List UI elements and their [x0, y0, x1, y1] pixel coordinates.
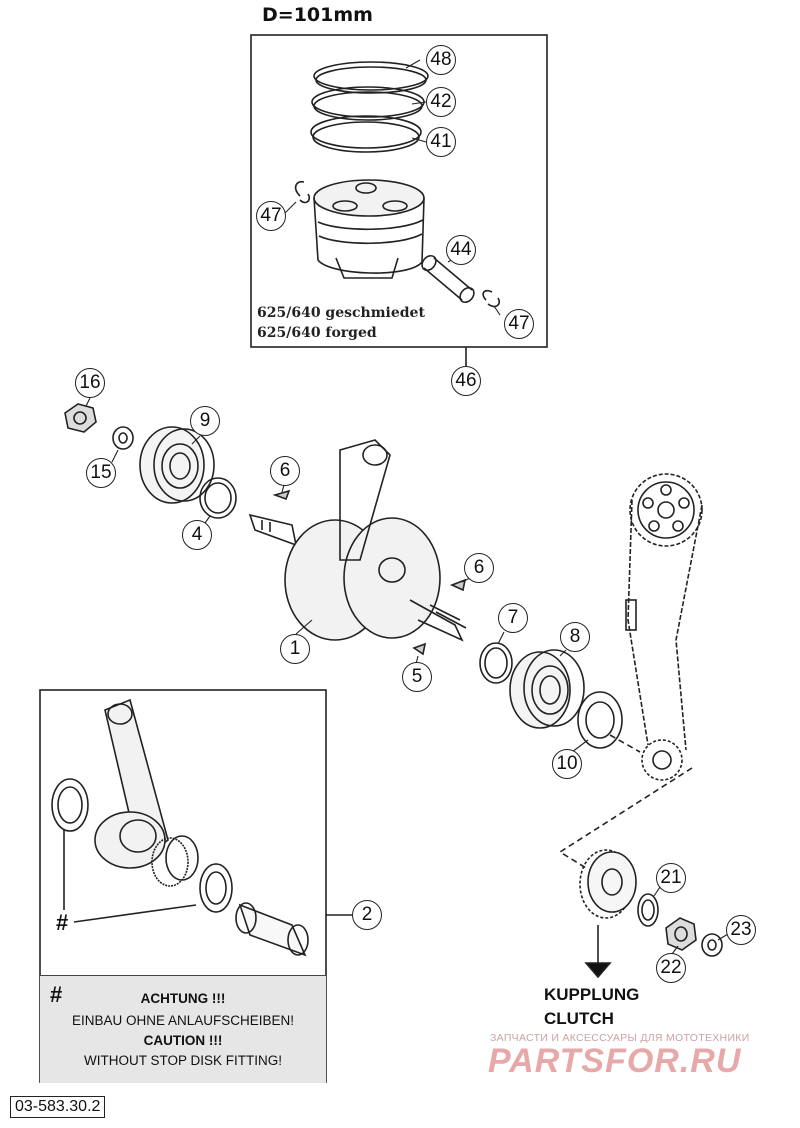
- thrust-washer-right: [199, 863, 233, 913]
- piston-ring-42: [311, 86, 425, 121]
- callout-15[interactable]: 15: [86, 458, 116, 488]
- nut-16: [64, 403, 97, 433]
- clutch-label-english: CLUTCH: [544, 1009, 614, 1028]
- crankshaft-1: [248, 439, 467, 642]
- diagram-part-number: 03-583.30.2: [10, 1096, 106, 1118]
- callout-48[interactable]: 48: [426, 45, 456, 75]
- callout-22[interactable]: 22: [656, 953, 686, 983]
- warning-einbau: EINBAU OHNE ANLAUFSCHEIBEN!: [71, 1013, 295, 1028]
- primary-gear: [579, 849, 637, 919]
- washer-15: [112, 426, 134, 450]
- piston-note-german: 625/640 geschmiedet: [257, 305, 425, 321]
- clutch-label-german: KUPPLUNG: [544, 985, 640, 1004]
- callout-9[interactable]: 9: [190, 406, 220, 436]
- warning-caution: CAUTION !!!: [143, 1033, 223, 1048]
- shim-4: [199, 477, 237, 519]
- bearing-8: [509, 649, 585, 729]
- washer-23: [701, 933, 723, 957]
- key-6-lower: [449, 578, 467, 592]
- callout-42[interactable]: 42: [426, 87, 456, 117]
- callout-4[interactable]: 4: [182, 520, 212, 550]
- bore-diameter-title: D=101mm: [262, 4, 373, 26]
- callout-6-lower[interactable]: 6: [464, 553, 494, 583]
- camshaft-sprocket: [629, 473, 703, 547]
- callout-47-lower[interactable]: 47: [504, 309, 534, 339]
- shim-7: [479, 642, 513, 684]
- piston-ring-48: [313, 61, 429, 94]
- circlip-47-right: [482, 289, 501, 308]
- circlip-47-left: [294, 180, 311, 204]
- timing-chain: [625, 499, 703, 751]
- nut-22: [665, 917, 697, 951]
- warning-without: WITHOUT STOP DISK FITTING!: [83, 1053, 282, 1068]
- callout-1[interactable]: 1: [280, 634, 310, 664]
- needle-bearing: [151, 835, 199, 887]
- callout-10[interactable]: 10: [552, 749, 582, 779]
- callout-5[interactable]: 5: [402, 662, 432, 692]
- callout-46[interactable]: 46: [451, 366, 481, 396]
- crank-pin: [235, 902, 309, 957]
- callout-6-upper[interactable]: 6: [270, 456, 300, 486]
- callout-44[interactable]: 44: [446, 235, 476, 265]
- callout-23[interactable]: 23: [726, 915, 756, 945]
- callout-41[interactable]: 41: [426, 127, 456, 157]
- warning-hash: #: [50, 982, 63, 1007]
- watermark-tagline: ЗАПЧАСТИ И АКСЕССУАРЫ ДЛЯ МОТОТЕХНИКИ: [490, 1032, 750, 1044]
- key-6-upper: [272, 489, 291, 501]
- washer-21: [637, 893, 659, 927]
- callout-2[interactable]: 2: [352, 900, 382, 930]
- callout-16[interactable]: 16: [75, 368, 105, 398]
- conrod-2-detail: [94, 698, 169, 869]
- bearing-9: [139, 426, 215, 504]
- arrow-to-clutch: [584, 962, 612, 979]
- thrust-washer-left: [51, 778, 89, 832]
- piston-group-frame: [250, 34, 548, 348]
- piston-ring-41: [310, 115, 422, 153]
- hash-marker: #: [56, 910, 69, 935]
- piston-note-english: 625/640 forged: [257, 325, 377, 341]
- seal-10: [577, 691, 623, 749]
- warning-panel: # ACHTUNG !!! EINBAU OHNE ANLAUFSCHEIBEN…: [40, 975, 326, 1083]
- callout-7[interactable]: 7: [498, 603, 528, 633]
- callout-21[interactable]: 21: [656, 863, 686, 893]
- warning-achtung: ACHTUNG !!!: [140, 991, 226, 1006]
- callout-8[interactable]: 8: [560, 622, 590, 652]
- key-5: [412, 642, 427, 656]
- piston-44-body: [313, 179, 425, 279]
- watermark-brand[interactable]: PARTSFOR.RU: [488, 1042, 742, 1080]
- piston-pin-44: [421, 254, 475, 304]
- callout-47-upper[interactable]: 47: [256, 201, 286, 231]
- crank-sprocket: [641, 739, 683, 781]
